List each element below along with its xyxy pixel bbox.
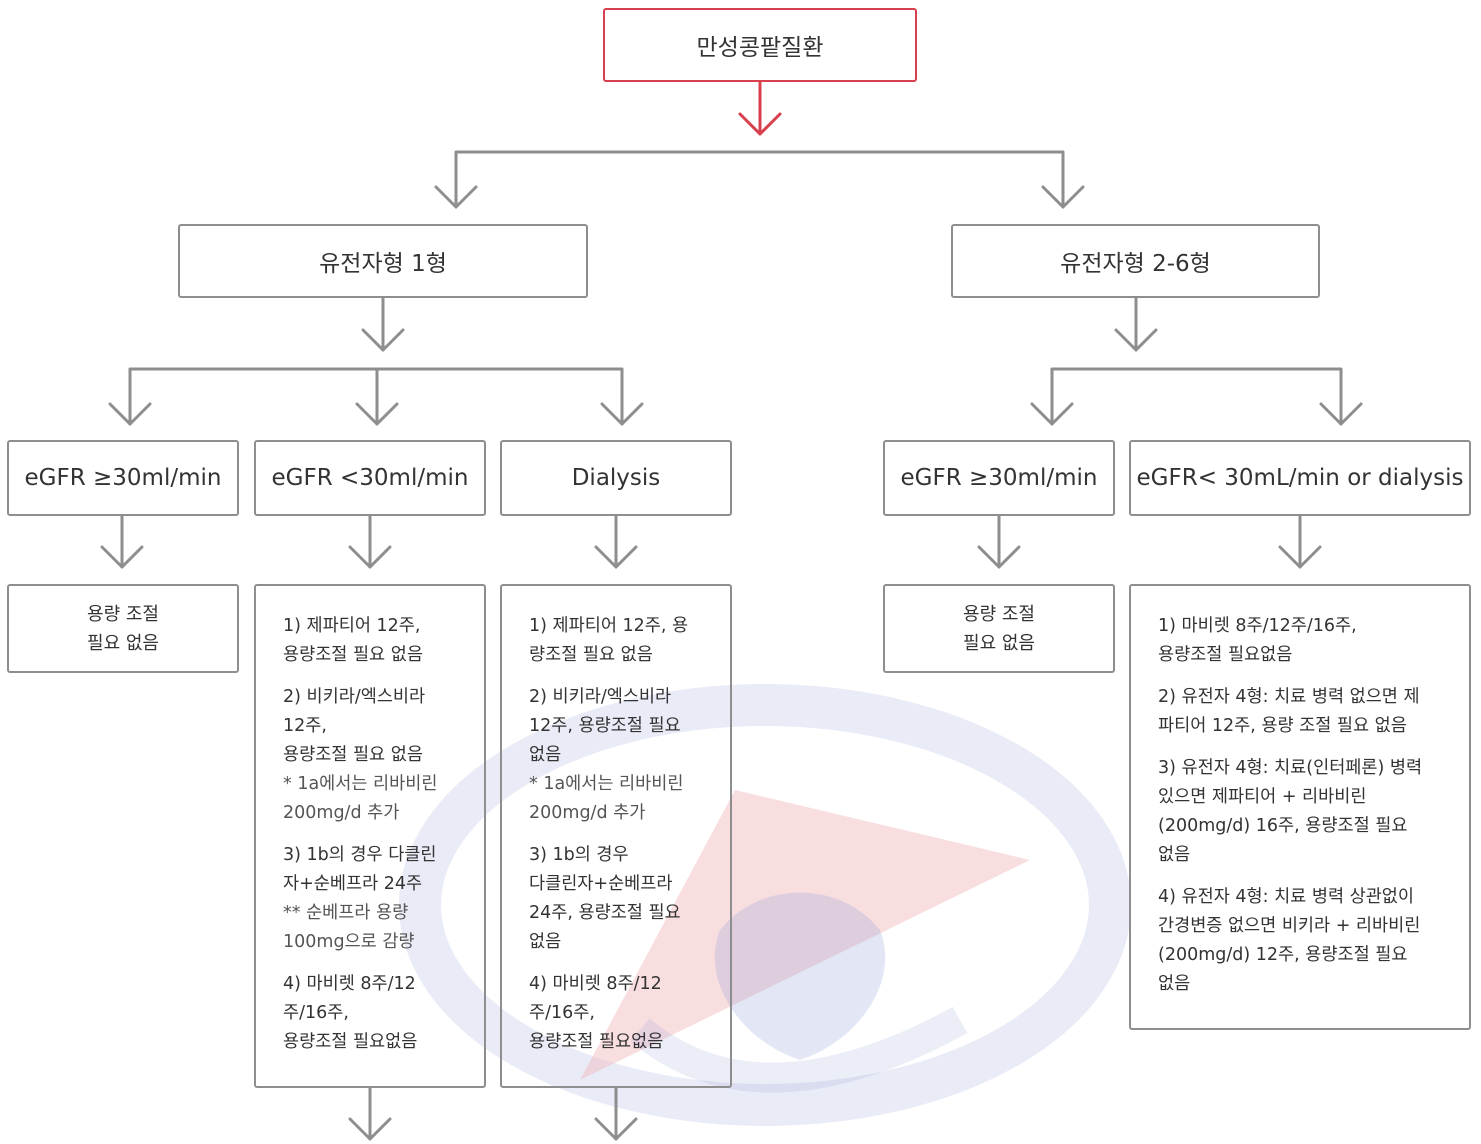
regimen-item: 3) 1b의 경우 다클린자+순베프라 24주, 용량조절 필요 없음 (529, 841, 722, 957)
regimen-note: * 1a에서는 리바비린 200mg/d 추가 (529, 774, 684, 823)
regimen-text: 2) 비키라/엑스비라 12주, 용량조절 필요 없음 (529, 687, 681, 765)
regimen-item: 3) 1b의 경우 다클린 자+순베프라 24주 ** 순베프라 용량 100m… (283, 841, 476, 957)
regimen-item: 2) 유전자 4형: 치료 병력 없으면 제 파티어 12주, 용량 조절 필요… (1158, 683, 1461, 741)
genotype-label: 유전자형 2-6형 (1060, 251, 1211, 277)
regimen-item: 1) 마비렛 8주/12주/16주, 용량조절 필요없음 (1158, 612, 1461, 670)
condition-label: eGFR <30ml/min (271, 465, 469, 491)
regimen-text: 1) 마비렛 8주/12주/16주, 용량조절 필요없음 (1158, 616, 1357, 665)
regimen-text: 4) 마비렛 8주/12 주/16주, 용량조절 필요없음 (529, 974, 664, 1052)
genotype-1-node: 유전자형 1형 (178, 224, 588, 298)
regimen-item: 2) 비키라/엑스비라 12주, 용량조절 필요 없음 * 1a에서는 리바비린… (529, 683, 722, 828)
condition-egfr-lt30-g1: eGFR <30ml/min (254, 440, 486, 516)
condition-egfr-ge30-g1: eGFR ≥30ml/min (7, 440, 239, 516)
genotype-2-6-node: 유전자형 2-6형 (951, 224, 1320, 298)
condition-dialysis-g1: Dialysis (500, 440, 732, 516)
condition-label: eGFR ≥30ml/min (900, 465, 1098, 491)
regimen-text: 1) 제파티어 12주, 용 량조절 필요 없음 (529, 616, 689, 665)
regimen-text: 3) 1b의 경우 다클린자+순베프라 24주, 용량조절 필요 없음 (529, 845, 681, 952)
regimen-note: * 1a에서는 리바비린 200mg/d 추가 (283, 774, 438, 823)
regimen-item: 2) 비키라/엑스비라 12주, 용량조절 필요 없음 * 1a에서는 리바비린… (283, 683, 476, 828)
condition-egfr-lt30-or-dialysis-g26: eGFR< 30mL/min or dialysis (1129, 440, 1471, 516)
regimen-text: 1) 제파티어 12주, 용량조절 필요 없음 (283, 616, 423, 665)
regimen-item: 1) 제파티어 12주, 용량조절 필요 없음 (283, 612, 476, 670)
regimen-item: 1) 제파티어 12주, 용 량조절 필요 없음 (529, 612, 722, 670)
condition-egfr-ge30-g26: eGFR ≥30ml/min (883, 440, 1115, 516)
regimen-text: 2) 비키라/엑스비라 12주, 용량조절 필요 없음 (283, 687, 426, 765)
detail-egfr-lt30-or-dialysis-g26: 1) 마비렛 8주/12주/16주, 용량조절 필요없음 2) 유전자 4형: … (1129, 584, 1471, 1030)
regimen-item: 3) 유전자 4형: 치료(인터페론) 병력 있으면 제파티어 + 리바비린 (… (1158, 754, 1461, 870)
condition-label: Dialysis (571, 465, 661, 491)
regimen-item: 4) 유전자 4형: 치료 병력 상관없이 간경변증 없으면 비키라 + 리바비… (1158, 883, 1461, 999)
root-node: 만성콩팥질환 (603, 8, 917, 82)
condition-label: eGFR< 30mL/min or dialysis (1136, 465, 1464, 491)
regimen-text: 4) 유전자 4형: 치료 병력 상관없이 간경변증 없으면 비키라 + 리바비… (1158, 887, 1421, 994)
regimen-text: 4) 마비렛 8주/12 주/16주, 용량조절 필요없음 (283, 974, 418, 1052)
regimen-note: ** 순베프라 용량 100mg으로 감량 (283, 903, 415, 952)
regimen-text: 3) 1b의 경우 다클린 자+순베프라 24주 (283, 845, 437, 894)
detail-dialysis-g1: 1) 제파티어 12주, 용 량조절 필요 없음 2) 비키라/엑스비라 12주… (500, 584, 732, 1088)
root-label: 만성콩팥질환 (696, 35, 824, 61)
genotype-label: 유전자형 1형 (319, 251, 447, 277)
detail-egfr-lt30-g1: 1) 제파티어 12주, 용량조절 필요 없음 2) 비키라/엑스비라 12주,… (254, 584, 486, 1088)
regimen-item: 4) 마비렛 8주/12 주/16주, 용량조절 필요없음 (529, 970, 722, 1057)
regimen-text: 2) 유전자 4형: 치료 병력 없으면 제 파티어 12주, 용량 조절 필요… (1158, 687, 1420, 736)
regimen-item: 4) 마비렛 8주/12 주/16주, 용량조절 필요없음 (283, 970, 476, 1057)
result-text: 용량 조절 필요 없음 (963, 603, 1035, 654)
regimen-text: 3) 유전자 4형: 치료(인터페론) 병력 있으면 제파티어 + 리바비린 (… (1158, 758, 1423, 865)
result-no-adjustment-g26: 용량 조절 필요 없음 (883, 584, 1115, 673)
result-no-adjustment-g1: 용량 조절 필요 없음 (7, 584, 239, 673)
condition-label: eGFR ≥30ml/min (24, 465, 222, 491)
result-text: 용량 조절 필요 없음 (87, 603, 159, 654)
